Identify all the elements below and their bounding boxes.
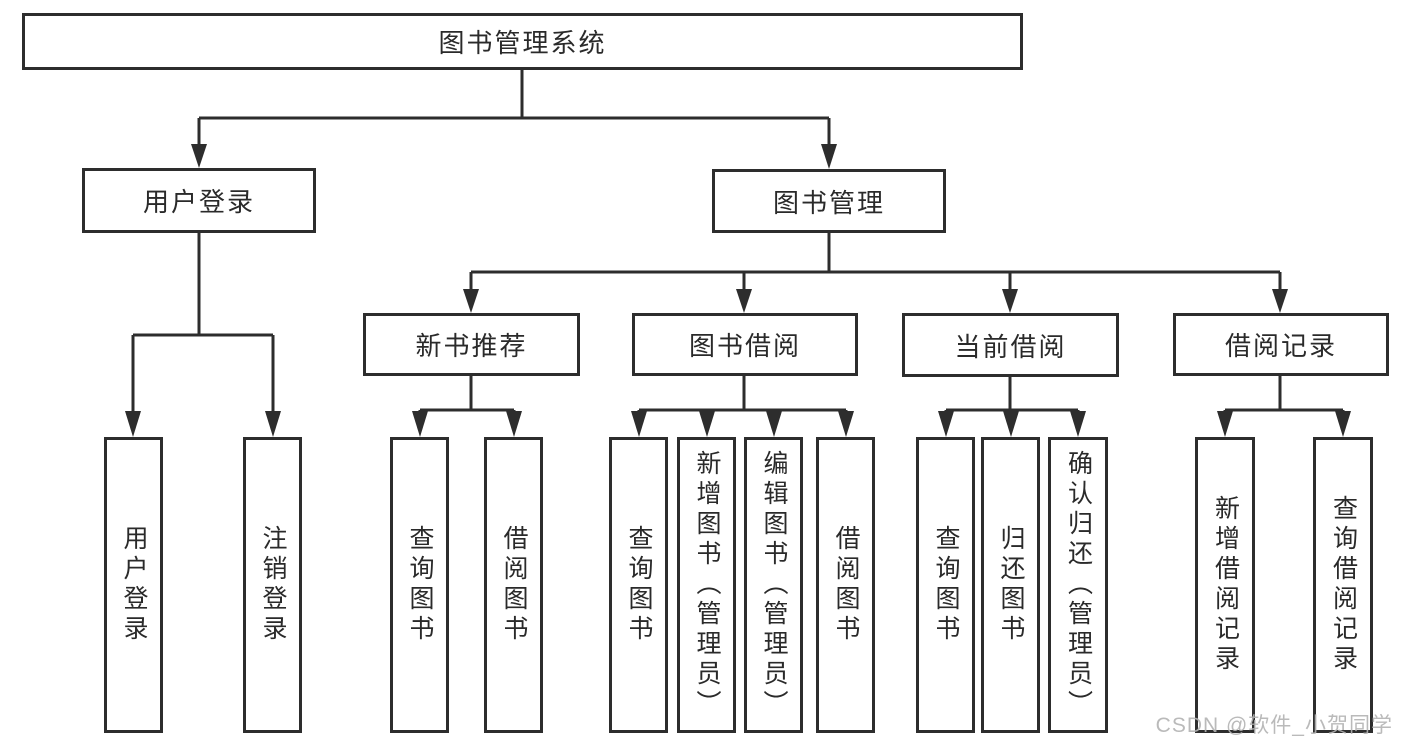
csdn-watermark: CSDN @软件_小贺同学: [1155, 714, 1393, 737]
arrow-to-new-book-recommend: [463, 289, 479, 313]
arrow-to-leaf-add-book: [699, 411, 715, 437]
leaf-label: 新增图书（管理员）: [693, 450, 721, 720]
arrow-to-book-management: [821, 144, 837, 169]
node-user-login: 用户登录: [82, 168, 316, 233]
connector-borrowing-records-to-leaves: [1223, 376, 1345, 414]
arrow-to-leaf-add-borrow-record: [1217, 411, 1233, 437]
node-current-borrowing: 当前借阅: [902, 313, 1119, 377]
node-label: 图书管理: [772, 187, 885, 218]
node-book-management: 图书管理: [712, 169, 946, 233]
arrow-to-leaf-borrow-books-2: [838, 411, 854, 437]
leaf-label: 归还图书: [997, 525, 1025, 645]
leaf-label: 新增借阅记录: [1211, 495, 1240, 675]
arrow-to-book-borrowing: [736, 289, 752, 313]
leaf-label: 查询图书: [625, 525, 653, 645]
leaf-borrow-books-recommend: 借阅图书: [484, 437, 543, 733]
node-new-book-recommend: 新书推荐: [363, 313, 580, 376]
node-book-borrowing: 图书借阅: [632, 313, 858, 376]
connector-new-book-recommend-to-leaves: [418, 376, 516, 414]
arrow-to-leaf-user-login: [125, 411, 141, 437]
arrow-to-user-login: [191, 144, 207, 168]
connector-root-to-level2: [197, 70, 831, 146]
leaf-label: 编辑图书（管理员）: [760, 450, 788, 720]
leaf-add-book-admin: 新增图书（管理员）: [677, 437, 736, 733]
leaf-label: 借阅图书: [832, 525, 860, 645]
leaf-label: 注销登录: [259, 525, 287, 645]
arrow-to-leaf-borrow-books-1: [506, 411, 522, 437]
arrow-to-leaf-query-books-3: [938, 411, 954, 437]
node-library-management-system: 图书管理系统: [22, 13, 1023, 70]
node-label: 借阅记录: [1224, 331, 1337, 361]
leaf-query-books-borrowing: 查询图书: [609, 437, 668, 733]
leaf-label: 借阅图书: [500, 525, 528, 645]
connector-book-management-to-level3: [469, 232, 1282, 291]
arrowheads: [125, 144, 1351, 437]
node-label: 用户登录: [142, 187, 255, 217]
leaf-user-login: 用户登录: [104, 437, 163, 733]
node-borrowing-records: 借阅记录: [1173, 313, 1389, 376]
node-label: 新书推荐: [415, 331, 528, 361]
arrow-to-leaf-confirm-return: [1070, 411, 1086, 437]
leaf-query-books-current: 查询图书: [916, 437, 975, 733]
arrow-to-current-borrowing: [1002, 289, 1018, 313]
leaf-borrow-books-borrowing: 借阅图书: [816, 437, 875, 733]
arrow-to-leaf-return-books: [1003, 411, 1019, 437]
arrow-to-leaf-edit-book: [766, 411, 782, 437]
connector-user-login-to-leaves: [131, 232, 275, 413]
node-label: 图书管理系统: [438, 28, 607, 58]
leaf-label: 查询借阅记录: [1329, 495, 1358, 675]
leaf-label: 查询图书: [932, 525, 960, 645]
leaf-label: 确认归还（管理员）: [1064, 450, 1093, 720]
arrow-to-leaf-query-books-2: [631, 411, 647, 437]
leaf-add-borrow-record: 新增借阅记录: [1195, 437, 1255, 733]
arrow-to-borrowing-records: [1272, 289, 1288, 313]
leaf-return-books: 归还图书: [981, 437, 1040, 733]
leaf-edit-book-admin: 编辑图书（管理员）: [744, 437, 803, 733]
leaf-query-borrow-record: 查询借阅记录: [1313, 437, 1373, 733]
leaf-label: 查询图书: [406, 525, 434, 645]
connector-current-borrowing-to-leaves: [944, 376, 1080, 414]
arrow-to-leaf-query-borrow-record: [1335, 411, 1351, 437]
connector-book-borrowing-to-leaves: [637, 376, 848, 414]
node-label: 图书借阅: [688, 331, 801, 361]
node-label: 当前借阅: [954, 331, 1067, 362]
arrow-to-leaf-query-books-1: [412, 411, 428, 437]
leaf-confirm-return-admin: 确认归还（管理员）: [1048, 437, 1108, 733]
leaf-label: 用户登录: [120, 525, 148, 645]
arrow-to-leaf-logout: [265, 411, 281, 437]
leaf-logout: 注销登录: [243, 437, 302, 733]
leaf-query-books-recommend: 查询图书: [390, 437, 449, 733]
